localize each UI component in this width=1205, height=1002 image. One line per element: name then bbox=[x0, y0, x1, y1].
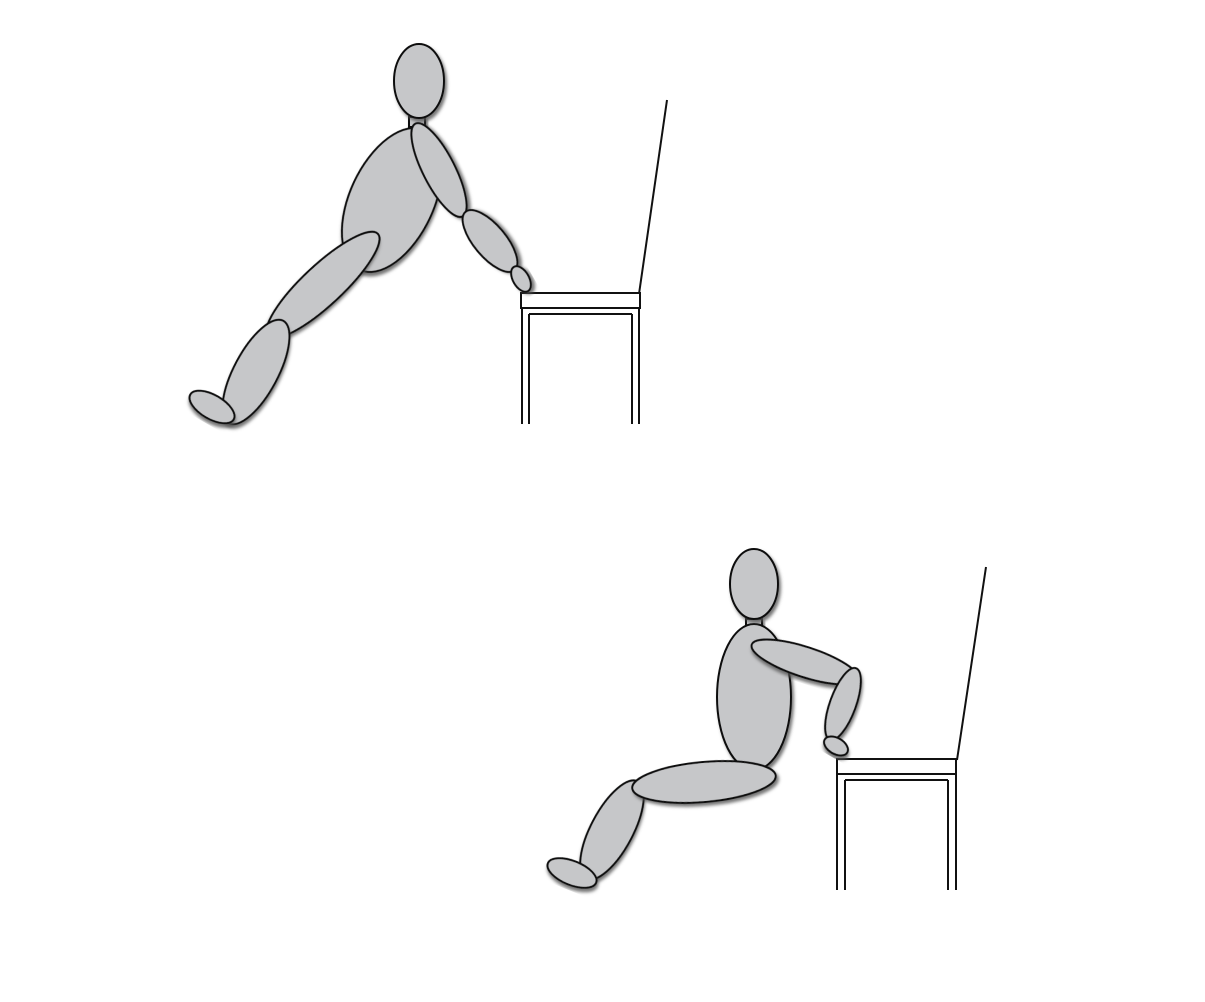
chair-backrest bbox=[956, 566, 987, 761]
chair-top bbox=[520, 99, 668, 424]
panel-top bbox=[84, 43, 1058, 426]
hand bbox=[823, 735, 849, 757]
chair-backrest bbox=[638, 99, 668, 295]
foot bbox=[188, 389, 236, 425]
foot bbox=[546, 857, 598, 889]
head bbox=[393, 43, 445, 119]
chair-seat bbox=[520, 292, 641, 309]
upper-leg bbox=[631, 760, 777, 804]
figure-top bbox=[188, 43, 532, 426]
figure-bottom bbox=[546, 548, 862, 889]
panel-bottom bbox=[67, 548, 1042, 891]
chair-seat bbox=[836, 758, 957, 775]
head bbox=[729, 548, 779, 620]
hand bbox=[510, 265, 532, 293]
chair-bottom bbox=[836, 566, 987, 890]
